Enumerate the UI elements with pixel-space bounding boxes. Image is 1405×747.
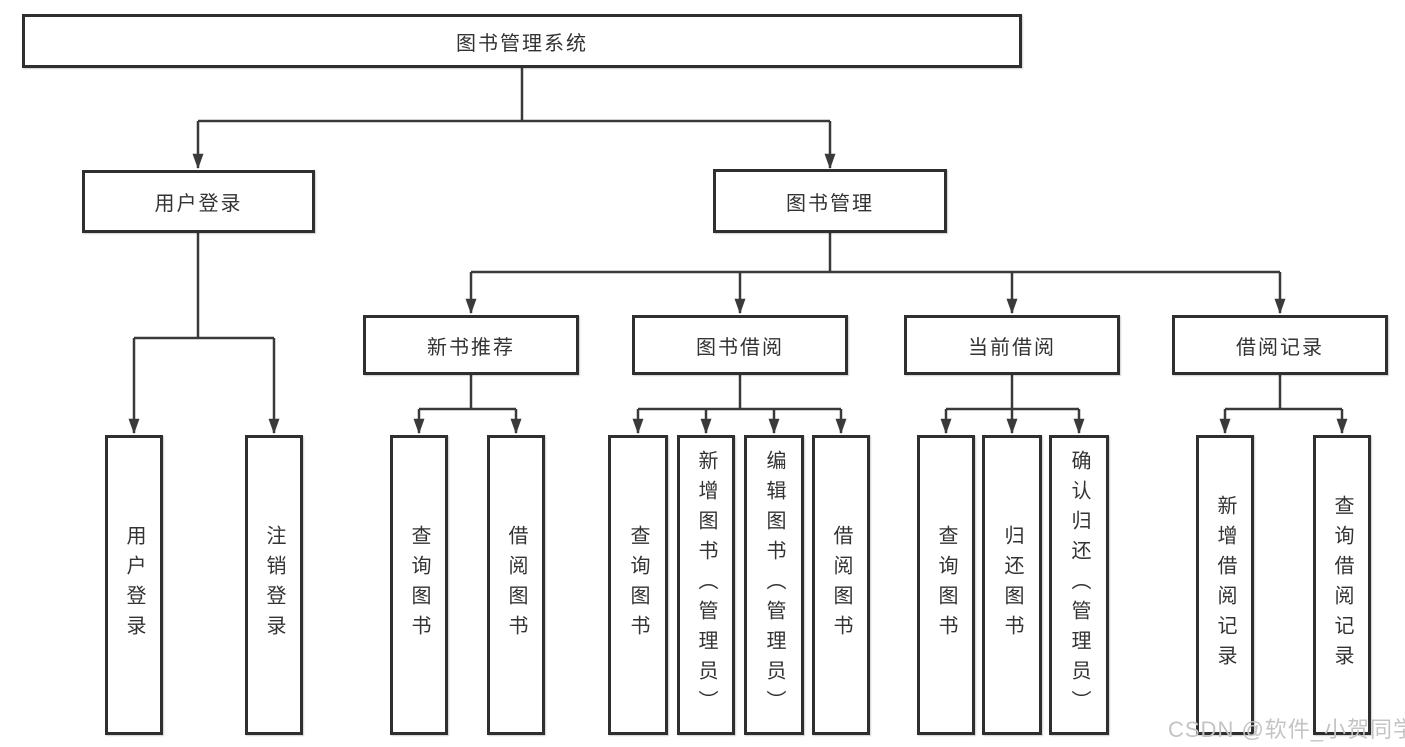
leaf-borrow-books-2: 借阅图书 [812,435,870,735]
csdn-watermark: CSDN @软件_小贺同学 [1168,717,1405,742]
connector-path [1225,375,1342,411]
node-new-book-recommend: 新书推荐 [363,315,579,375]
leaf-query-books-1: 查询图书 [390,435,448,735]
node-root-library-system: 图书管理系统 [22,14,1022,68]
leaf-edit-book-admin: 编辑图书（管理员） [744,435,804,735]
leaf-logout: 注销登录 [245,435,303,735]
leaf-query-books-2: 查询图书 [608,435,668,735]
node-current-borrow: 当前借阅 [904,315,1120,375]
leaf-add-book-admin: 新增图书（管理员） [677,435,735,735]
leaf-borrow-books-1: 借阅图书 [487,435,545,735]
connector-path [471,233,1280,274]
leaf-return-book: 归还图书 [982,435,1042,735]
leaf-user-login: 用户登录 [105,435,163,735]
leaf-query-borrow-record: 查询借阅记录 [1313,435,1371,735]
node-borrow-records: 借阅记录 [1172,315,1388,375]
connector-path [198,68,830,123]
node-book-borrow: 图书借阅 [632,315,848,375]
connector-path [419,375,516,411]
leaf-add-borrow-record: 新增借阅记录 [1196,435,1254,735]
leaf-confirm-return-admin: 确认归还（管理员） [1049,435,1109,735]
connector-path [134,233,274,340]
node-user-login: 用户登录 [82,170,315,233]
connector-path [638,375,841,411]
node-book-management: 图书管理 [713,169,947,233]
leaf-query-books-3: 查询图书 [917,435,975,735]
connector-path [946,375,1079,411]
